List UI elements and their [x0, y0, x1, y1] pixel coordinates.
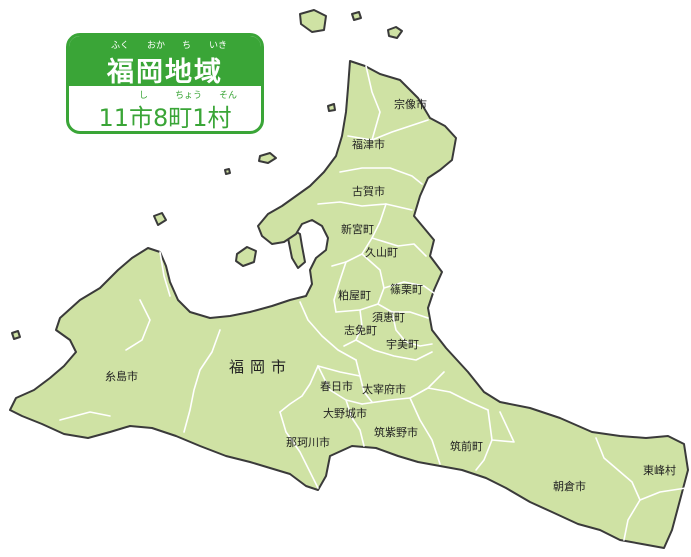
label-chikuzen: 筑前町 — [450, 439, 483, 453]
label-fukuoka: 福岡市 — [229, 358, 292, 376]
label-koga: 古賀市 — [352, 184, 385, 198]
label-munakata: 宗像市 — [394, 97, 427, 111]
page-subtitle: 11市8町1村 — [98, 104, 232, 132]
label-fukutsu: 福津市 — [352, 137, 385, 151]
label-umi: 宇美町 — [386, 338, 419, 351]
subtitle-ruby-2: ちょう — [175, 91, 203, 101]
label-hisayama: 久山町 — [365, 246, 398, 259]
label-chikushino: 筑紫野市 — [374, 425, 418, 439]
label-itoshima: 糸島市 — [105, 369, 138, 383]
label-kasuga: 春日市 — [320, 379, 353, 393]
page-title: 福岡地域 — [107, 57, 223, 88]
label-asakura: 朝倉市 — [553, 479, 586, 493]
island-small-5 — [224, 168, 231, 175]
label-toho: 東峰村 — [643, 463, 676, 477]
municipal-borders — [59, 65, 687, 541]
island-shikanoshima — [235, 246, 257, 267]
title-ruby-2: おか — [147, 41, 166, 51]
label-shime: 志免町 — [344, 323, 377, 337]
label-sasaguri: 篠栗町 — [390, 282, 423, 296]
title-header: ふく おか ち いき 福岡地域 — [69, 36, 261, 88]
island-small-2 — [327, 103, 336, 112]
island-genkai — [299, 9, 327, 33]
title-ruby-3: ち — [182, 41, 192, 51]
island-small-3 — [153, 212, 167, 226]
subtitle-ruby-1: し — [139, 91, 149, 101]
label-kasuya: 粕屋町 — [338, 288, 371, 302]
mainland — [9, 60, 689, 549]
label-nakagawa: 那珂川市 — [286, 435, 330, 449]
subtitle-ruby-3: そん — [219, 91, 238, 101]
island-small-1 — [351, 11, 362, 21]
island-small-4 — [11, 330, 21, 340]
title-box: ふく おか ち いき 福岡地域 し ちょう そん 11市8町1村 — [66, 33, 264, 134]
title-ruby-4: いき — [209, 41, 228, 51]
island-oshima — [387, 26, 403, 39]
label-shingu: 新宮町 — [341, 222, 374, 236]
title-ruby-1: ふく — [111, 41, 130, 51]
label-sue: 須恵町 — [372, 310, 405, 324]
label-dazaifu: 太宰府市 — [362, 382, 406, 396]
label-onojo: 大野城市 — [323, 406, 367, 420]
island-ainoshima — [258, 152, 277, 164]
